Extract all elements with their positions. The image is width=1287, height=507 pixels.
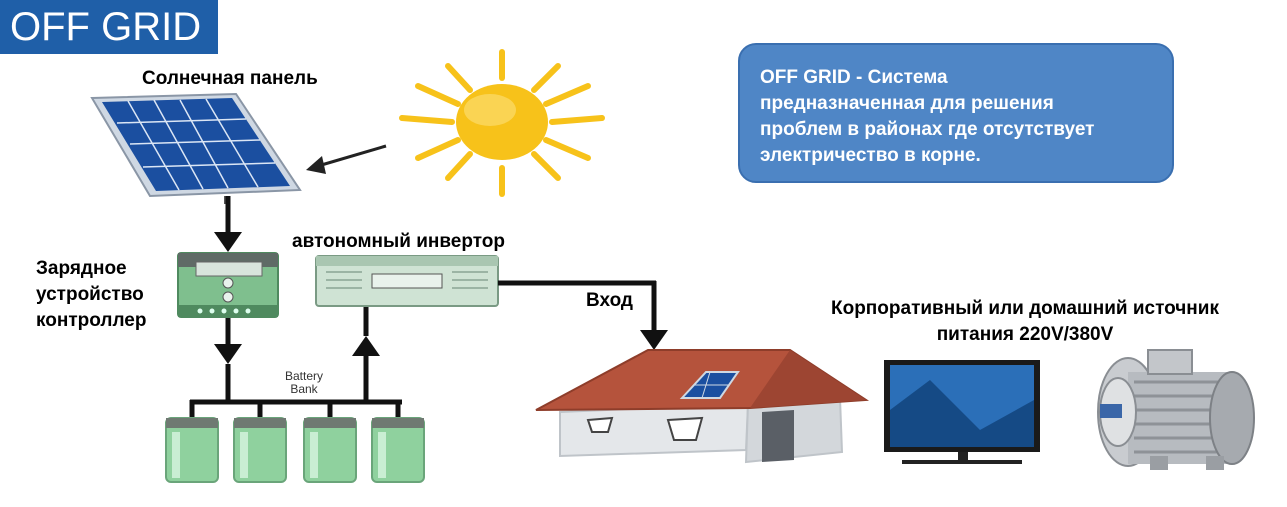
battery-bank-label-2: Bank bbox=[290, 382, 318, 396]
battery-bus bbox=[189, 399, 402, 418]
info-line-3: проблем в районах где отсутствует bbox=[760, 119, 1095, 140]
battery-icon bbox=[303, 417, 357, 483]
house-icon bbox=[535, 349, 870, 464]
controller-label-line-1: Зарядное bbox=[36, 258, 127, 279]
inverter-label: автономный инвертор bbox=[292, 231, 505, 252]
battery-icon bbox=[371, 417, 425, 483]
input-label: Вход bbox=[586, 290, 633, 311]
solar-panel-label: Солнечная панель bbox=[142, 68, 318, 89]
tv-icon bbox=[884, 360, 1040, 464]
info-line-4: электричество в корне. bbox=[760, 145, 981, 166]
controller-to-battery-arrow bbox=[214, 318, 242, 402]
sunlight-arrow bbox=[306, 144, 387, 174]
info-line-1: OFF GRID - Система bbox=[760, 67, 948, 88]
consumer-label: Корпоративный или домашний источник пита… bbox=[790, 296, 1260, 348]
consumer-label-line-1: Корпоративный или домашний источник bbox=[831, 298, 1219, 319]
sun-icon bbox=[399, 49, 605, 197]
inverter-to-house-arrow bbox=[498, 280, 668, 350]
panel-to-controller-arrow bbox=[214, 196, 242, 252]
battery-to-inverter-arrow bbox=[352, 306, 380, 402]
battery-icon bbox=[165, 417, 219, 483]
battery-bank-label-1: Battery bbox=[285, 369, 323, 383]
info-box: OFF GRID - Система предназначенная для р… bbox=[738, 43, 1174, 183]
battery-icon bbox=[233, 417, 287, 483]
solar-panel-icon bbox=[90, 92, 302, 204]
controller-label-line-3: контроллер bbox=[36, 310, 147, 331]
info-line-2: предназначенная для решения bbox=[760, 93, 1054, 114]
consumer-label-line-2: питания 220V/380V bbox=[936, 324, 1114, 345]
electric-motor-icon bbox=[1097, 349, 1255, 470]
charge-controller-icon bbox=[177, 252, 279, 318]
controller-label-line-2: устройство bbox=[36, 284, 144, 305]
controller-label: Зарядное устройство контроллер bbox=[36, 256, 186, 334]
off-grid-badge: OFF GRID bbox=[0, 0, 218, 54]
inverter-icon bbox=[315, 255, 499, 307]
